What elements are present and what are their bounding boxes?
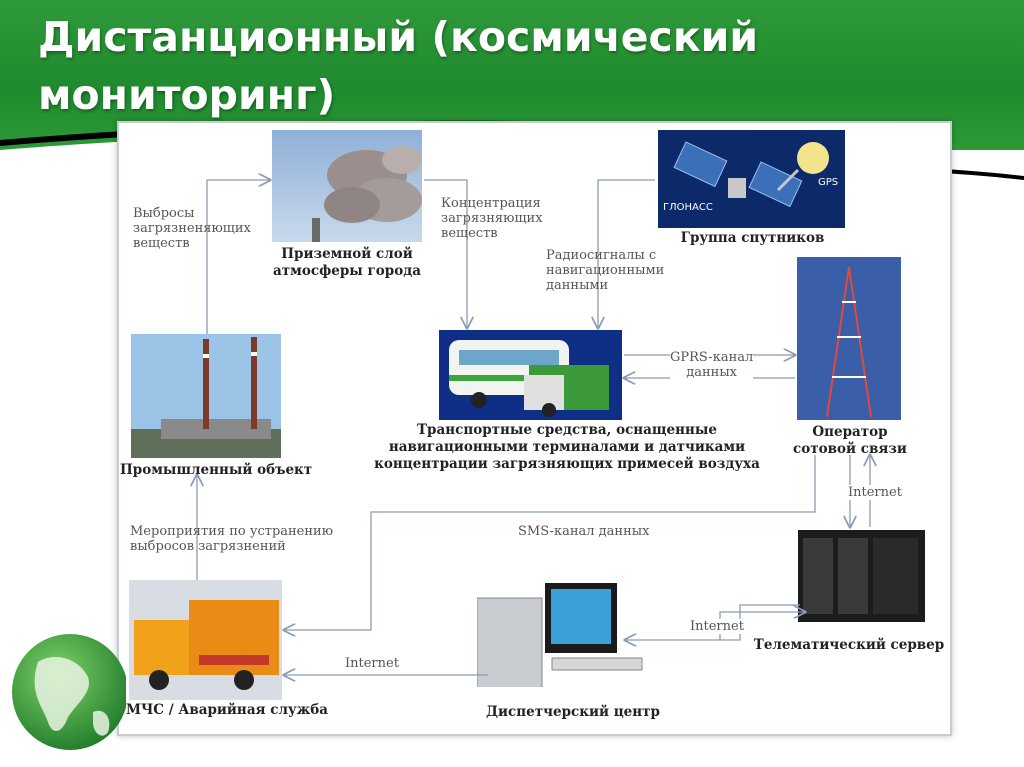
internet-server-label: Internet	[690, 619, 744, 634]
arrow-sms	[284, 455, 816, 630]
glonass-label: ГЛОНАСС	[663, 202, 713, 213]
transport-caption: Транспортные средства, оснащенные навига…	[368, 422, 766, 473]
arrow-emissions	[206, 180, 270, 334]
industrial-photo	[131, 334, 281, 458]
globe-icon	[12, 634, 126, 750]
gprs-label-line-2: данных	[686, 365, 737, 380]
emergency-caption: МЧС / Аварийная служба	[126, 702, 328, 718]
atmosphere-caption-line-1: Приземной слой	[281, 246, 413, 262]
arrow-concentration	[424, 179, 467, 328]
slide-title: Дистанционный (космический мониторинг)	[38, 8, 798, 124]
atmosphere-caption-line-2: атмосферы города	[273, 263, 421, 279]
radio-label-line-2: навигационными	[546, 263, 665, 278]
gprs-label-line-1: GPRS-канал	[670, 350, 754, 365]
transport-photo	[439, 330, 622, 420]
radio-label-line-1: Радиосигналы с	[546, 248, 657, 263]
atmosphere-photo	[272, 130, 422, 242]
internet-operator-label: Internet	[848, 485, 902, 500]
measures-label-line-1: Мероприятия по устранению	[130, 524, 334, 539]
measures-label: Мероприятия по устранению выбросов загря…	[130, 524, 333, 554]
industrial-caption: Промышленный объект	[120, 462, 313, 478]
concentration-label: Концентрация загрязняющих веществ	[441, 196, 543, 241]
dispatch-computer-photo	[477, 583, 649, 687]
radio-label: Радиосигналы с навигационными данными	[546, 248, 664, 293]
server-photo	[798, 530, 925, 622]
title-line-1: Дистанционный (космический	[38, 13, 759, 61]
sms-label: SMS-канал данных	[518, 524, 650, 539]
emissions-label-line-3: веществ	[133, 236, 190, 251]
transport-caption-line-2: навигационными терминалами и датчиками	[388, 439, 746, 455]
emissions-label-line-1: Выбросы	[133, 206, 195, 221]
operator-caption: Оператор сотовой связи	[788, 424, 912, 458]
atmosphere-caption: Приземной слой атмосферы города	[262, 246, 432, 280]
transport-caption-line-3: концентрации загрязняющих примесей возду…	[374, 456, 760, 472]
emissions-label: Выбросы загрязненяющих веществ	[133, 206, 251, 251]
internet-dispatch-label: Internet	[345, 656, 399, 671]
gprs-label: GPRS-канал данных	[670, 350, 754, 380]
concentration-label-line-1: Концентрация	[441, 196, 541, 211]
concentration-label-line-2: загрязняющих	[441, 211, 543, 226]
emergency-vehicle-photo	[129, 580, 282, 700]
dispatch-caption: Диспетчерский центр	[486, 704, 660, 720]
emissions-label-line-2: загрязненяющих	[133, 221, 251, 236]
measures-label-line-2: выбросов загрязнений	[130, 539, 286, 554]
title-line-2: мониторинг)	[38, 71, 336, 119]
satellites-caption: Группа спутников	[680, 230, 825, 246]
radio-label-line-3: данными	[546, 278, 609, 293]
transport-caption-line-1: Транспортные средства, оснащенные	[416, 422, 718, 438]
server-caption: Телематический сервер	[753, 637, 945, 653]
operator-caption-line-2: сотовой связи	[793, 441, 907, 457]
satellites-photo: ГЛОНАСС GPS	[658, 130, 845, 228]
gps-label: GPS	[818, 177, 838, 188]
arrow-radio	[598, 179, 655, 328]
operator-caption-line-1: Оператор	[812, 424, 888, 440]
concentration-label-line-3: веществ	[441, 226, 498, 241]
tower-photo	[797, 257, 901, 420]
